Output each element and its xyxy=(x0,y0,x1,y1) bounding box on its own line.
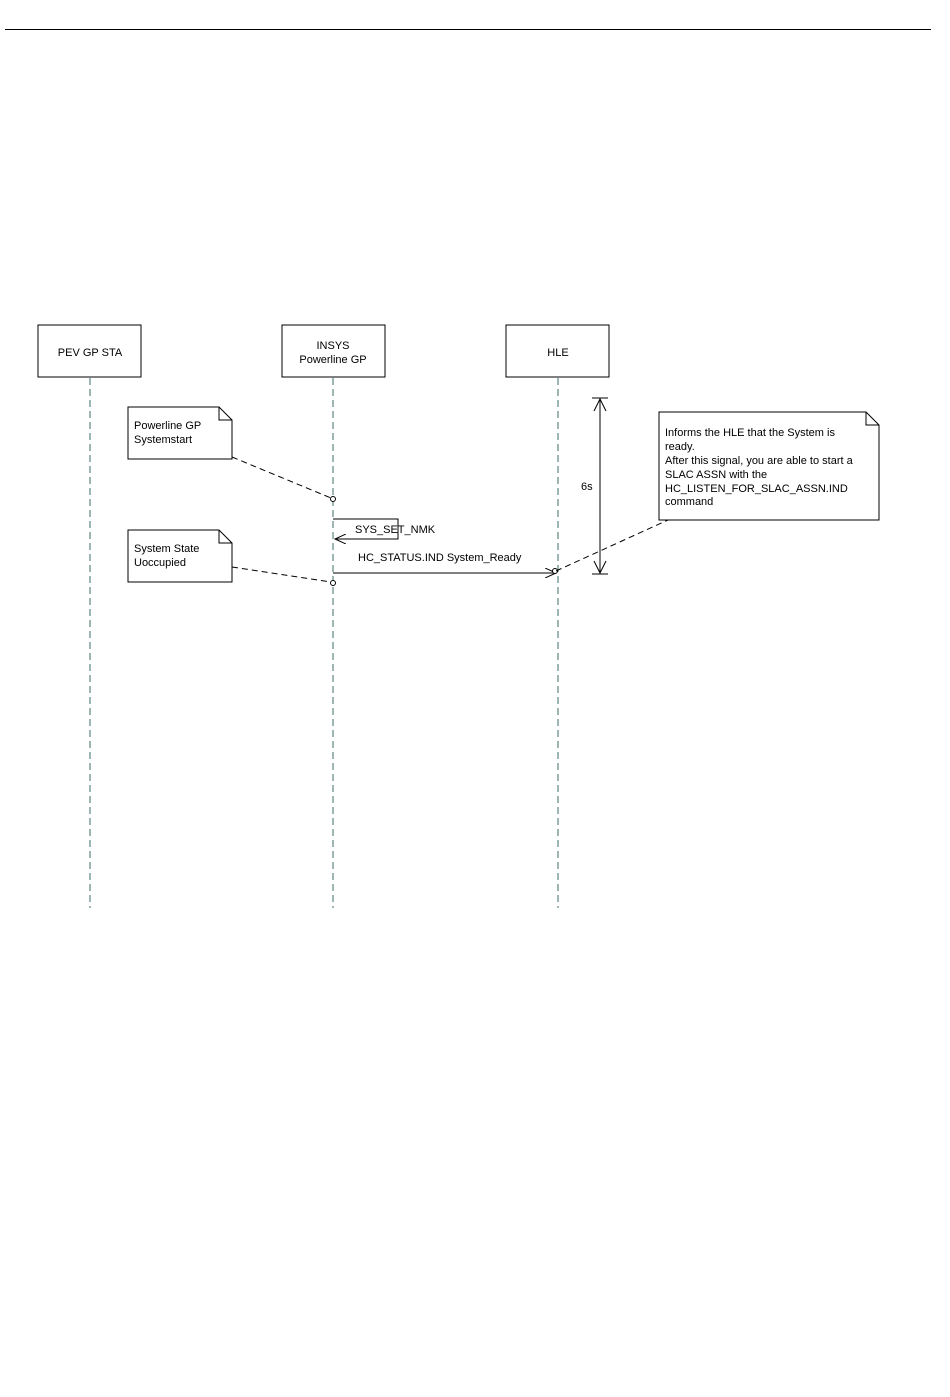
note-informs-hle-line4: SLAC ASSN with the xyxy=(665,469,767,481)
timing-constraint: 6s xyxy=(581,398,608,574)
lifeline-insys-label-line2: Powerline GP xyxy=(299,354,366,366)
note-informs-hle-line5: HC_LISTEN_FOR_SLAC_ASSN.IND xyxy=(665,483,848,495)
lifeline-pev-label: PEV GP STA xyxy=(58,347,123,359)
lifeline-hle-box[interactable]: HLE xyxy=(506,325,609,377)
note-informs-hle-line6: command xyxy=(665,496,713,508)
note-informs-hle[interactable]: Informs the HLE that the System is ready… xyxy=(659,412,879,520)
anchor-system-state xyxy=(331,581,336,586)
note-systemstart-connector xyxy=(232,457,331,498)
message-hc-status-ind[interactable]: HC_STATUS.IND System_Ready xyxy=(333,552,556,573)
lifeline-insys-box[interactable]: INSYS Powerline GP xyxy=(282,325,385,377)
note-systemstart-line2: Systemstart xyxy=(134,434,192,446)
anchor-systemstart xyxy=(331,497,336,502)
note-system-state-line1: System State xyxy=(134,543,199,555)
message-sys-set-nmk-label: SYS_SET_NMK xyxy=(355,524,436,536)
timing-constraint-label: 6s xyxy=(581,481,593,493)
note-system-state-connector xyxy=(232,567,331,582)
note-system-state-line2: Uoccupied xyxy=(134,557,186,569)
note-informs-hle-line1: Informs the HLE that the System is xyxy=(665,427,835,439)
note-informs-hle-connector xyxy=(556,520,668,571)
note-systemstart-line1: Powerline GP xyxy=(134,420,201,432)
lifeline-pev-box[interactable]: PEV GP STA xyxy=(38,325,141,377)
lifeline-insys-label-line1: INSYS xyxy=(316,340,349,352)
note-informs-hle-line2: ready. xyxy=(665,441,695,453)
note-system-state[interactable]: System State Uoccupied xyxy=(128,530,232,582)
note-informs-hle-line3: After this signal, you are able to start… xyxy=(665,455,854,467)
message-sys-set-nmk[interactable]: SYS_SET_NMK xyxy=(333,519,436,539)
message-hc-status-ind-label: HC_STATUS.IND System_Ready xyxy=(358,552,522,564)
note-systemstart[interactable]: Powerline GP Systemstart xyxy=(128,407,232,459)
lifeline-hle-label: HLE xyxy=(547,347,568,359)
